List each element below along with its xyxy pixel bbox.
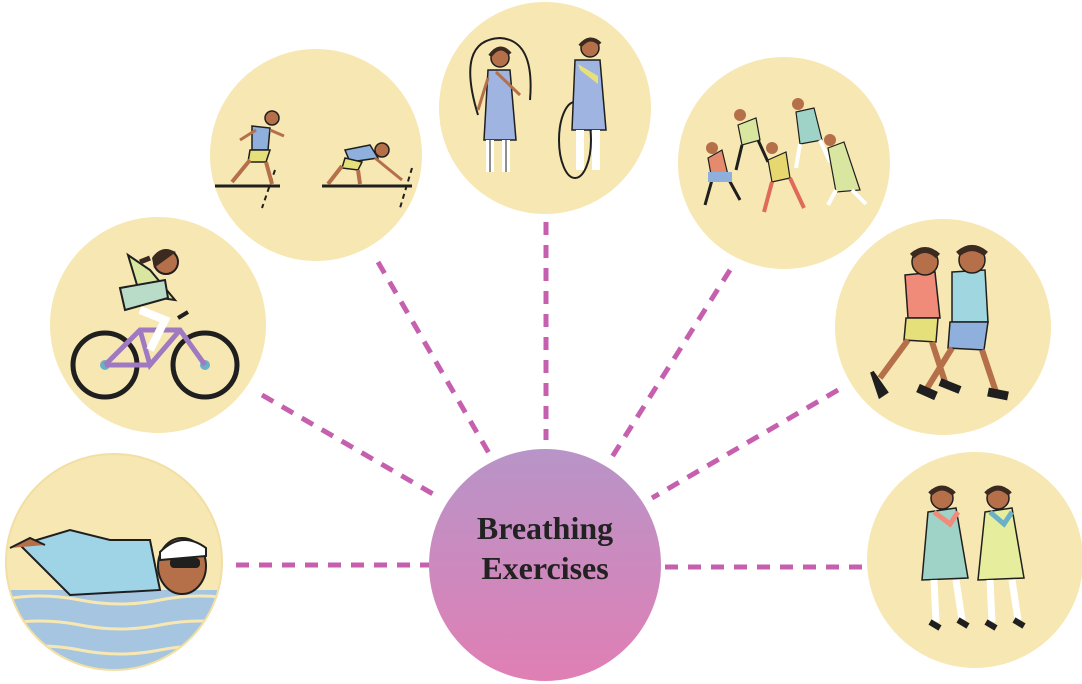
connector-stretching	[612, 270, 730, 457]
bubble-sprint-start	[210, 49, 422, 261]
connector-jogging	[652, 390, 838, 498]
swimmer-icon	[0, 530, 240, 680]
bubble-skipping-rope	[439, 2, 651, 214]
connector-sprint-start	[378, 262, 490, 455]
center-label-line2: Exercises	[432, 548, 658, 588]
center-label: Breathing Exercises	[432, 508, 658, 588]
center-label-line1: Breathing	[432, 508, 658, 548]
bubble-stretching	[678, 57, 890, 269]
bubble-cycling	[50, 217, 266, 433]
bubble-swimming	[0, 454, 240, 680]
connector-cycling	[262, 395, 440, 498]
bubble-brisk-walking	[867, 452, 1082, 668]
bubble-jogging	[835, 219, 1051, 435]
